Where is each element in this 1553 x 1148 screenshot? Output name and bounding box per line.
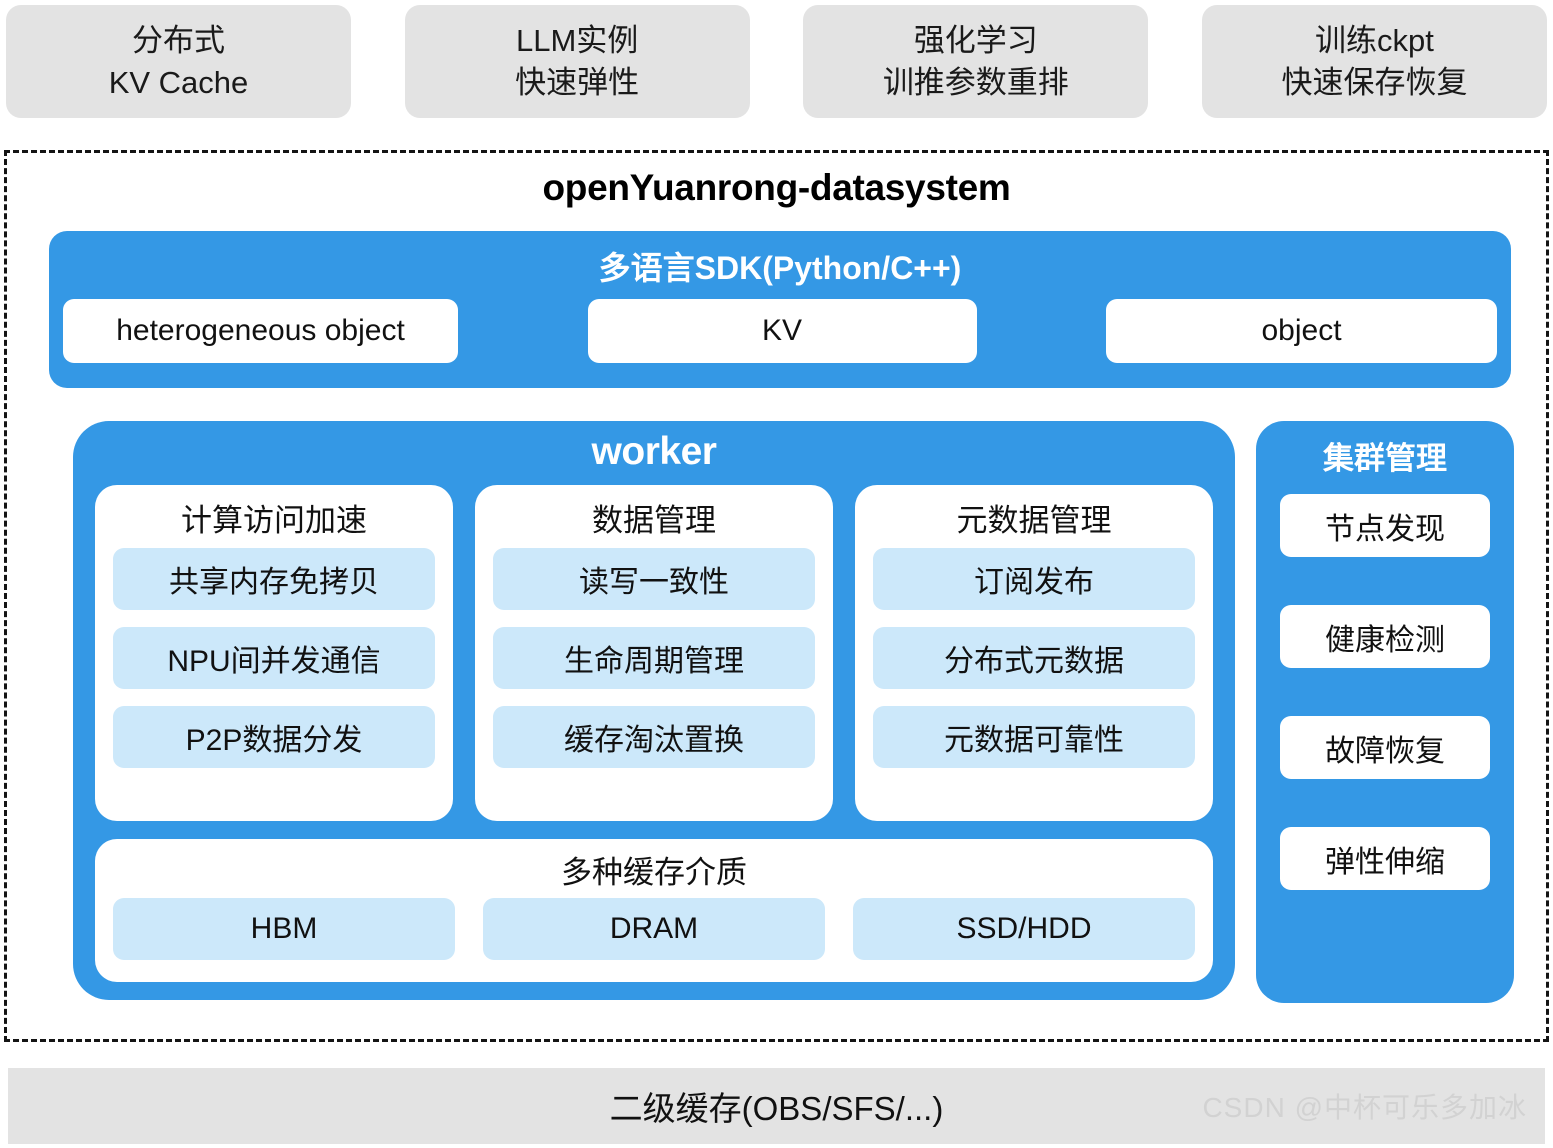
scenario-chip-line1: 分布式 [132,22,225,58]
worker-feature-metadata-reliability: 元数据可靠性 [873,706,1195,768]
scenario-chip-llm-instance: LLM实例 快速弹性 [404,5,750,118]
cache-media-dram: DRAM [483,898,825,960]
worker-title: worker [591,430,717,473]
sdk-item-object: object [1106,299,1497,363]
scenario-chip-line1: LLM实例 [516,22,639,58]
scenario-chip-reinforcement-learning: 强化学习 训推参数重排 [803,5,1149,118]
worker-feature-publish-subscribe: 订阅发布 [873,548,1195,610]
worker-feature-npu-concurrent-comm: NPU间并发通信 [113,627,435,689]
sdk-title: 多语言SDK(Python/C++) [598,250,962,286]
cache-media-title: 多种缓存介质 [561,855,747,890]
sdk-item-list: heterogeneous object KV object [63,299,1497,363]
scenario-chip-line1: 强化学习 [913,22,1038,58]
worker-column-data-management: 数据管理 读写一致性 生命周期管理 缓存淘汰置换 [475,485,833,821]
cluster-item-node-discovery: 节点发现 [1280,494,1490,557]
worker-column-metadata-management: 元数据管理 订阅发布 分布式元数据 元数据可靠性 [855,485,1213,821]
cache-media-card: 多种缓存介质 HBM DRAM SSD/HDD [95,839,1213,982]
scenario-chip-line2: 快速保存恢复 [1281,64,1468,100]
cache-media-ssd-hdd: SSD/HDD [853,898,1195,960]
scenario-chip-distributed-kv-cache: 分布式 KV Cache [6,5,351,118]
worker-column-title: 元数据管理 [956,503,1112,538]
sdk-band: 多语言SDK(Python/C++) heterogeneous object … [49,231,1511,388]
worker-column-list: 计算访问加速 共享内存免拷贝 NPU间并发通信 P2P数据分发 数据管理 读写一… [95,485,1213,821]
sdk-item-heterogeneous-object: heterogeneous object [63,299,458,363]
worker-feature-lifecycle-management: 生命周期管理 [493,627,815,689]
worker-feature-distributed-metadata: 分布式元数据 [873,627,1195,689]
scenario-chip-line2: KV Cache [108,64,249,100]
scenario-chip-line2: 训推参数重排 [882,64,1069,100]
cluster-item-fault-recovery: 故障恢复 [1280,716,1490,779]
worker-panel: worker 计算访问加速 共享内存免拷贝 NPU间并发通信 P2P数据分发 数… [73,421,1235,1000]
cluster-item-health-check: 健康检测 [1280,605,1490,668]
system-title: openYuanrong-datasystem [542,167,1011,208]
cluster-management-panel: 集群管理 节点发现 健康检测 故障恢复 弹性伸缩 [1256,421,1514,1003]
worker-column-title: 数据管理 [592,503,716,538]
scenario-chip-line2: 快速弹性 [515,64,640,100]
worker-feature-p2p-data-distribution: P2P数据分发 [113,706,435,768]
worker-feature-shared-memory-zero-copy: 共享内存免拷贝 [113,548,435,610]
system-boundary: openYuanrong-datasystem 多语言SDK(Python/C+… [4,150,1549,1042]
worker-column-compute-access-acceleration: 计算访问加速 共享内存免拷贝 NPU间并发通信 P2P数据分发 [95,485,453,821]
worker-feature-read-write-consistency: 读写一致性 [493,548,815,610]
scenario-chip-line1: 训练ckpt [1315,22,1434,58]
sdk-item-kv: KV [587,299,977,363]
cluster-item-elastic-scaling: 弹性伸缩 [1280,827,1490,890]
cache-media-hbm: HBM [113,898,455,960]
worker-feature-cache-eviction: 缓存淘汰置换 [493,706,815,768]
secondary-storage-bar: 二级缓存(OBS/SFS/...) CSDN @中杯可乐多加冰 [8,1068,1545,1144]
secondary-storage-label: 二级缓存(OBS/SFS/...) [609,1090,944,1127]
scenario-row: 分布式 KV Cache LLM实例 快速弹性 强化学习 训推参数重排 训练ck… [0,5,1553,120]
worker-column-title: 计算访问加速 [181,503,367,538]
cache-media-item-list: HBM DRAM SSD/HDD [113,898,1195,960]
scenario-chip-training-ckpt: 训练ckpt 快速保存恢复 [1201,5,1547,118]
watermark: CSDN @中杯可乐多加冰 [1202,1092,1527,1123]
cluster-management-title: 集群管理 [1323,441,1447,476]
